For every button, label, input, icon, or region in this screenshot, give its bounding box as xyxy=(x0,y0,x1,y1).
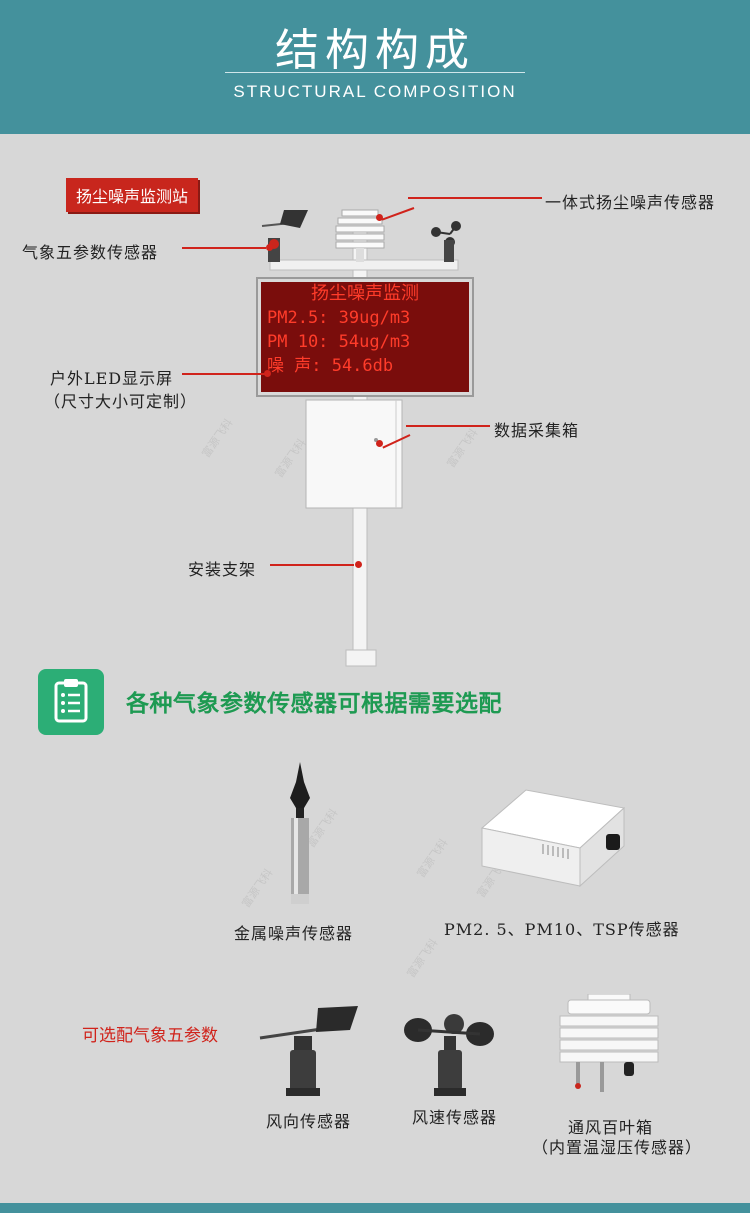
callout-line xyxy=(406,425,490,427)
louver-note: （内置温湿压传感器） xyxy=(532,1138,703,1157)
led-display-screen: 扬尘噪声监测 PM2.5: 39ug/m3 PM 10: 54ug/m3 噪 声… xyxy=(258,279,472,395)
callout-dot xyxy=(266,244,273,251)
clipboard-icon xyxy=(38,669,104,735)
callout-line xyxy=(270,564,354,566)
callout-dot xyxy=(264,370,271,377)
page-subtitle: STRUCTURAL COMPOSITION xyxy=(233,82,517,101)
optional-title: 可选配气象五参数 xyxy=(82,1026,218,1046)
banner-text: 各种气象参数传感器可根据需要选配 xyxy=(126,691,502,717)
wind-speed-sensor-figure xyxy=(404,1014,494,1096)
wind-vane-figure xyxy=(261,210,308,262)
callout-weather-sensor: 气象五参数传感器 xyxy=(22,243,159,262)
anemometer-figure xyxy=(431,221,461,262)
station-tag: 扬尘噪声监测站 xyxy=(66,178,199,212)
pm-sensor-figure xyxy=(480,789,626,888)
footer-bar xyxy=(0,1203,750,1213)
callout-dot xyxy=(376,440,383,447)
louver-box-figure xyxy=(559,994,659,1092)
page-title: 结构构成 xyxy=(275,25,475,76)
callout-led-screen: 户外LED显示屏 xyxy=(50,369,174,388)
integrated-sensor-figure xyxy=(335,209,385,262)
callout-line xyxy=(408,197,542,199)
page-header: 结构构成 STRUCTURAL COMPOSITION xyxy=(0,0,750,134)
led-pm25-line: PM2.5: 39ug/m3 xyxy=(267,308,411,328)
title-divider xyxy=(225,72,525,73)
callout-dot xyxy=(376,214,383,221)
watermark: 富源飞科 xyxy=(414,836,451,881)
callout-data-box: 数据采集箱 xyxy=(494,421,580,440)
callout-line xyxy=(182,247,266,249)
wind-direction-label: 风向传感器 xyxy=(266,1112,352,1131)
wind-direction-sensor-figure xyxy=(259,1006,358,1096)
watermark: 富源飞科 xyxy=(404,936,441,981)
led-noise-line: 噪 声: 54.6db xyxy=(267,356,394,376)
led-pm10-line: PM 10: 54ug/m3 xyxy=(267,332,411,352)
callout-led-screen-note: （尺寸大小可定制） xyxy=(44,392,198,411)
noise-sensor-label: 金属噪声传感器 xyxy=(234,924,354,943)
led-title-line: 扬尘噪声监测 xyxy=(311,283,419,304)
wind-speed-label: 风速传感器 xyxy=(412,1108,498,1127)
callout-dot xyxy=(355,561,362,568)
callout-bracket: 安装支架 xyxy=(188,560,257,579)
pm-sensor-label: PM2. 5、PM10、TSP传感器 xyxy=(444,920,680,939)
callout-integrated-sensor: 一体式扬尘噪声传感器 xyxy=(545,193,716,212)
louver-label: 通风百叶箱 xyxy=(568,1118,654,1137)
callout-line xyxy=(182,373,266,375)
noise-sensor-figure xyxy=(290,762,310,904)
